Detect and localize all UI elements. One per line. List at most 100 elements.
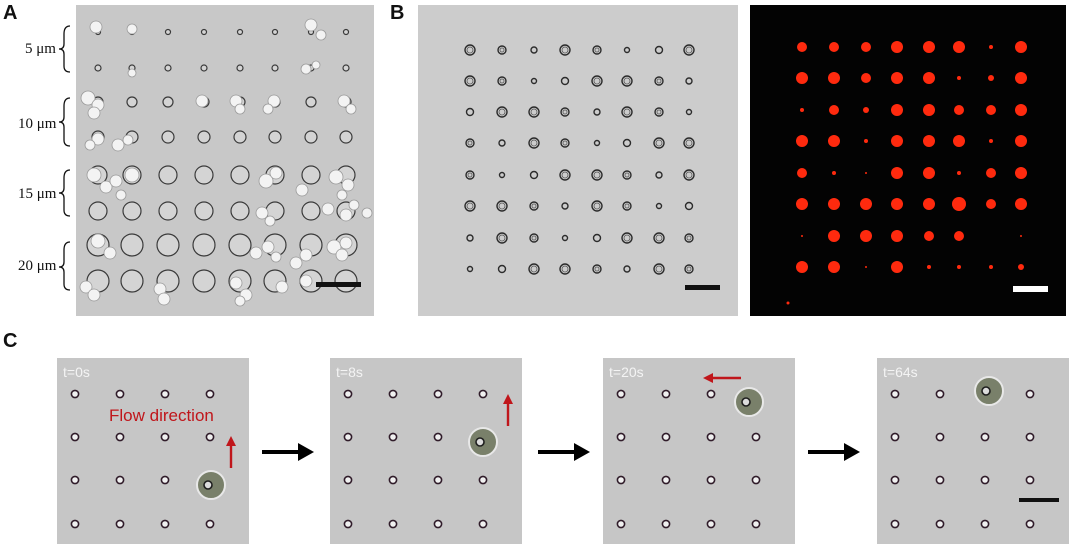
pillar <box>616 432 626 442</box>
pillar <box>464 44 476 56</box>
pillar-inner <box>561 46 569 54</box>
cell <box>99 180 113 194</box>
pillar-inner <box>466 202 474 210</box>
pillar <box>560 76 570 86</box>
pillar-inner <box>624 172 630 178</box>
pillar <box>465 138 475 148</box>
fluorescence-spot <box>796 198 808 210</box>
fluorescence-spot <box>891 72 903 84</box>
fluorescence-spot <box>891 198 903 210</box>
fluorescence-spot <box>957 76 961 80</box>
pillar-inner <box>561 265 569 273</box>
pillar <box>655 202 663 210</box>
cell <box>258 173 274 189</box>
pillar <box>497 45 507 55</box>
pillar <box>478 475 488 485</box>
pillar <box>194 165 214 185</box>
pillar <box>115 432 125 442</box>
pillar <box>115 389 125 399</box>
fluorescence-spot <box>828 198 840 210</box>
pillar <box>160 475 170 485</box>
cell <box>262 103 274 115</box>
fluorescence-spot <box>828 261 840 273</box>
pillar <box>160 432 170 442</box>
pillar-inner <box>655 265 663 273</box>
pillar-inner <box>466 77 474 85</box>
fluorescence-spot <box>986 199 996 209</box>
pillar <box>561 202 569 210</box>
pillar <box>655 171 663 179</box>
pillar <box>935 475 945 485</box>
pillar-inner <box>593 202 601 210</box>
fluorescence-spot <box>1015 104 1027 116</box>
fluorescence-spot <box>796 135 808 147</box>
pillar <box>268 130 282 144</box>
fluorescence-spot <box>863 107 869 113</box>
fluorescence-spot <box>860 230 872 242</box>
fluorescence-spot <box>891 135 903 147</box>
pillar <box>623 46 631 54</box>
pillar <box>751 519 761 529</box>
pillar <box>158 201 178 221</box>
fluorescence-spot <box>923 72 935 84</box>
pillar-inner <box>499 78 505 84</box>
pillar-inner <box>686 266 692 272</box>
sequence-arrow-icon <box>538 443 590 461</box>
frame-t64: t=64s <box>877 358 1069 544</box>
cell <box>127 68 137 78</box>
pillar <box>433 519 443 529</box>
cell <box>234 295 246 307</box>
fluorescence-spot <box>923 104 935 116</box>
cell <box>267 94 281 108</box>
pillar <box>661 389 671 399</box>
cell-nucleus <box>981 386 991 396</box>
cell-nucleus <box>203 480 213 490</box>
pillar <box>623 265 631 273</box>
pillar <box>890 519 900 529</box>
pillar <box>653 263 665 275</box>
pillar <box>192 233 216 257</box>
pillar <box>115 519 125 529</box>
cell <box>195 94 209 108</box>
pillar <box>661 475 671 485</box>
cell <box>269 166 283 180</box>
fluorescence-spot <box>923 135 935 147</box>
row-group-braces <box>58 25 71 291</box>
pillar <box>559 263 571 275</box>
fluorescence-spot <box>861 73 871 83</box>
pillar <box>1025 432 1035 442</box>
pillar <box>233 130 247 144</box>
pillar <box>529 233 539 243</box>
pillar <box>271 28 279 36</box>
cell <box>103 246 117 260</box>
pillar-inner <box>685 139 693 147</box>
fluorescence-spot <box>952 197 966 211</box>
cell-nucleus <box>475 437 485 447</box>
pillar <box>498 171 506 179</box>
pillar-inner <box>685 171 693 179</box>
cell <box>315 29 327 41</box>
pillar <box>164 64 172 72</box>
flow-direction-label: Flow direction <box>109 406 214 425</box>
pillar <box>1025 475 1035 485</box>
fluorescence-spot <box>923 167 935 179</box>
pillar-inner <box>655 139 663 147</box>
pillar <box>560 138 570 148</box>
pillar <box>160 519 170 529</box>
pillar <box>115 475 125 485</box>
fluorescence-spot <box>924 231 934 241</box>
pillar <box>980 519 990 529</box>
pillar <box>122 201 142 221</box>
pillar <box>388 432 398 442</box>
fluorescence-spot <box>800 108 804 112</box>
fluorescence-spot <box>891 167 903 179</box>
pillar <box>706 519 716 529</box>
pillar <box>230 201 250 221</box>
pillar-inner <box>530 139 538 147</box>
cell <box>115 189 127 201</box>
pillar <box>559 44 571 56</box>
pillar <box>653 137 665 149</box>
pillar <box>162 96 174 108</box>
cell <box>80 90 96 106</box>
pillar <box>120 233 144 257</box>
